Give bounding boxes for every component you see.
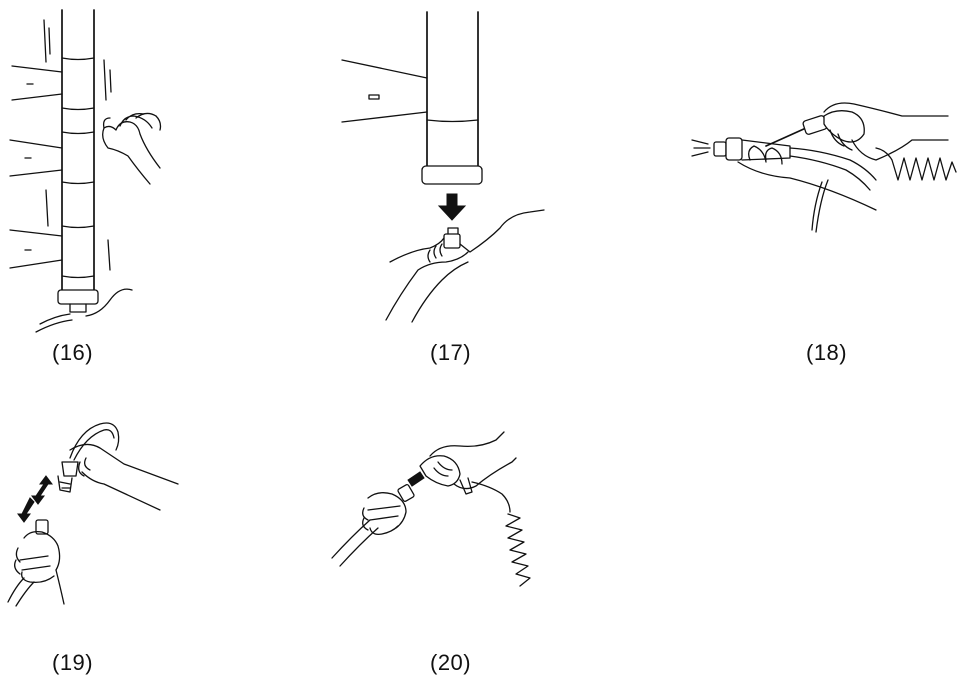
- panel-16-caption: (16): [52, 340, 93, 366]
- panel-18: (18): [680, 0, 963, 380]
- panel-20-caption: (20): [430, 650, 471, 676]
- panel-17-caption: (17): [430, 340, 471, 366]
- hose-blow-illustration: [320, 410, 580, 610]
- panel-17: (17): [330, 0, 560, 380]
- air-gun-connect-illustration: [0, 410, 200, 610]
- fitting-removal-illustration: [330, 0, 560, 330]
- panel-19-caption: (19): [52, 650, 93, 676]
- panel-16: (16): [0, 0, 180, 380]
- column-shake-illustration: [0, 0, 180, 330]
- panel-20: (20): [320, 410, 580, 677]
- panel-18-caption: (18): [806, 340, 847, 366]
- air-blow-illustration: [680, 0, 963, 330]
- panel-19: (19): [0, 410, 200, 677]
